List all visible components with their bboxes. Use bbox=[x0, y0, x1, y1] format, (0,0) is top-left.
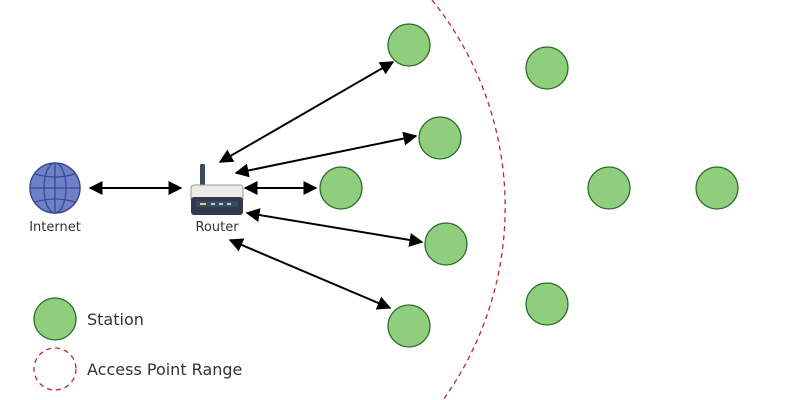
router-node: Router bbox=[190, 164, 244, 235]
stations bbox=[319, 23, 739, 348]
globe-icon bbox=[29, 162, 81, 214]
link-arrows bbox=[88, 61, 424, 310]
legend-range-label: Access Point Range bbox=[87, 360, 242, 379]
station-7 bbox=[587, 166, 631, 210]
station-5 bbox=[387, 304, 431, 348]
station-8 bbox=[695, 166, 739, 210]
station-6 bbox=[525, 46, 569, 90]
link-router-station-5 bbox=[228, 238, 392, 310]
legend-station-label: Station bbox=[87, 310, 144, 329]
link-router-station-4 bbox=[245, 208, 424, 247]
legend: Station Access Point Range bbox=[33, 297, 242, 391]
router-icon bbox=[190, 164, 244, 215]
station-2 bbox=[418, 116, 462, 160]
station-3 bbox=[319, 166, 363, 210]
access-point-range-arc bbox=[431, 0, 506, 400]
router-label: Router bbox=[195, 220, 239, 235]
internet-node: Internet bbox=[29, 162, 81, 235]
station-4 bbox=[424, 222, 468, 266]
station-1 bbox=[387, 23, 431, 67]
legend-range-swatch bbox=[33, 347, 77, 391]
link-router-station-2 bbox=[234, 131, 418, 178]
legend-station-swatch bbox=[33, 297, 77, 341]
internet-label: Internet bbox=[29, 220, 81, 235]
station-9 bbox=[525, 282, 569, 326]
